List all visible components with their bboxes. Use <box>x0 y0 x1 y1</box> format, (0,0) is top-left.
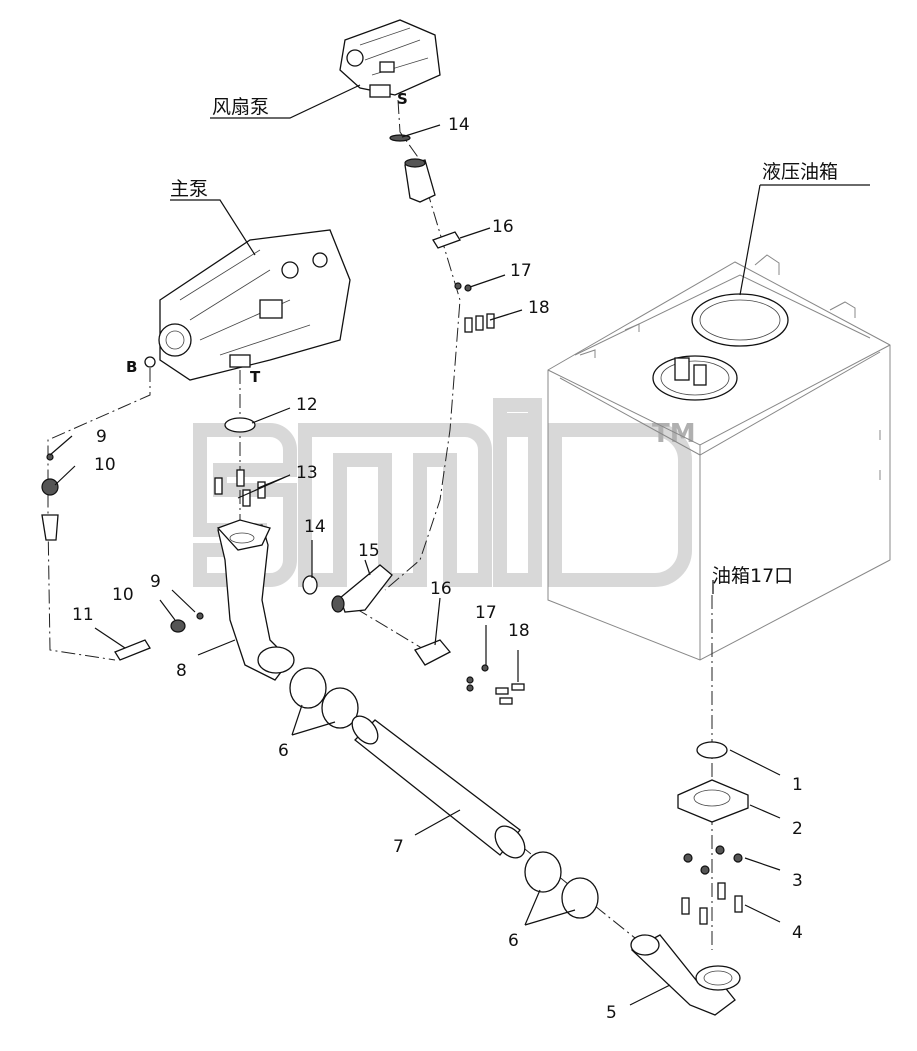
part-16-lower-label: 16 <box>430 579 452 599</box>
part-12-label: 12 <box>296 395 318 415</box>
trademark-text: TM <box>652 419 696 449</box>
part-10-lower-label: 10 <box>112 585 134 605</box>
port-t-label: T <box>250 368 261 386</box>
fan-pump <box>339 19 441 98</box>
port-b-label: B <box>126 358 137 376</box>
part-16-label: 16 <box>492 217 514 237</box>
part-13-label: 13 <box>296 463 318 483</box>
part-14-label: 14 <box>448 115 470 135</box>
main-pump-label: 主泵 <box>170 178 208 200</box>
part-10-label: 10 <box>94 455 116 475</box>
pipe-parts <box>41 134 749 1016</box>
part-17-lower-label: 17 <box>475 603 497 623</box>
part-17-label: 17 <box>510 261 532 281</box>
watermark: TM <box>193 398 696 587</box>
fan-pump-label: 风扇泵 <box>212 96 269 118</box>
part-3-label: 3 <box>792 871 803 891</box>
hydraulic-tank-label: 液压油箱 <box>762 161 838 183</box>
part-9-lower-label: 9 <box>150 572 161 592</box>
main-pump <box>144 229 351 381</box>
part-1-label: 1 <box>792 775 803 795</box>
leader-lines <box>49 84 870 1006</box>
part-9-label: 9 <box>96 427 107 447</box>
part-5-label: 5 <box>606 1003 617 1023</box>
part-6-upper-label: 6 <box>278 741 289 761</box>
tank-port-label: 油箱17口 <box>712 565 793 587</box>
part-14-lower-label: 14 <box>304 517 326 537</box>
part-11-label: 11 <box>72 605 94 625</box>
port-s-label: S <box>397 90 408 108</box>
part-18-label: 18 <box>528 298 550 318</box>
part-15-label: 15 <box>358 541 380 561</box>
part-8-label: 8 <box>176 661 187 681</box>
part-7-label: 7 <box>393 837 404 857</box>
part-18-lower-label: 18 <box>508 621 530 641</box>
hydraulic-tank <box>547 254 891 661</box>
part-4-label: 4 <box>792 923 803 943</box>
part-6-lower-label: 6 <box>508 931 519 951</box>
part-2-label: 2 <box>792 819 803 839</box>
